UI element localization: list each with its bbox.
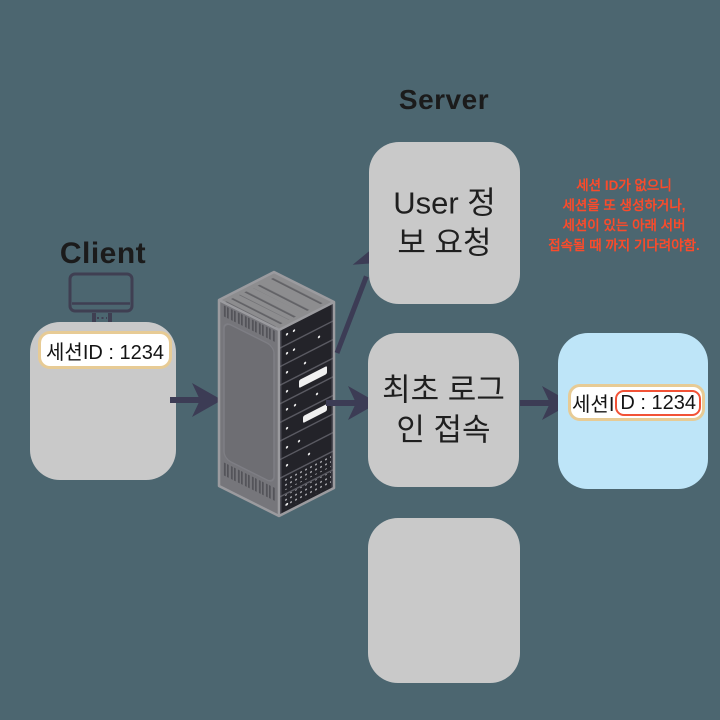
arrow-server-to-login-icon: [326, 386, 378, 420]
arrow-login-to-result-icon: [520, 386, 572, 420]
note-line: 세션을 또 생성하거나,: [562, 198, 686, 213]
session-warning-note: 세션 ID가 없으니 세션을 또 생성하거나, 세션이 있는 아래 서버 접속될…: [528, 176, 720, 256]
server-node-empty: [368, 518, 520, 683]
client-session-badge: 세션ID : 1234: [38, 331, 172, 369]
note-line: 접속될 때 까지 기다려야함.: [548, 238, 700, 253]
monitor-icon: [68, 272, 134, 326]
server-node-user-info: User 정보 요청: [369, 142, 520, 304]
client-title: Client: [59, 237, 147, 270]
server-node-user-info-label: User 정보 요청: [393, 185, 496, 260]
arrow-client-to-server-icon: [170, 383, 222, 417]
server-node-first-login-label: 최초 로그인 접속: [382, 372, 505, 447]
client-session-text: 세션ID : 1234: [46, 341, 164, 364]
client-node: 세션ID : 1234: [30, 322, 176, 480]
result-session-prefix: 세션I: [572, 394, 615, 416]
note-line: 세션이 있는 아래 서버: [562, 218, 686, 233]
note-line: 세션 ID가 없으니: [576, 178, 672, 193]
result-session-highlight: D : 1234: [615, 389, 701, 416]
server-node-first-login: 최초 로그인 접속: [368, 333, 519, 487]
server-title: Server: [398, 84, 490, 115]
server-rack-icon: [217, 270, 336, 518]
